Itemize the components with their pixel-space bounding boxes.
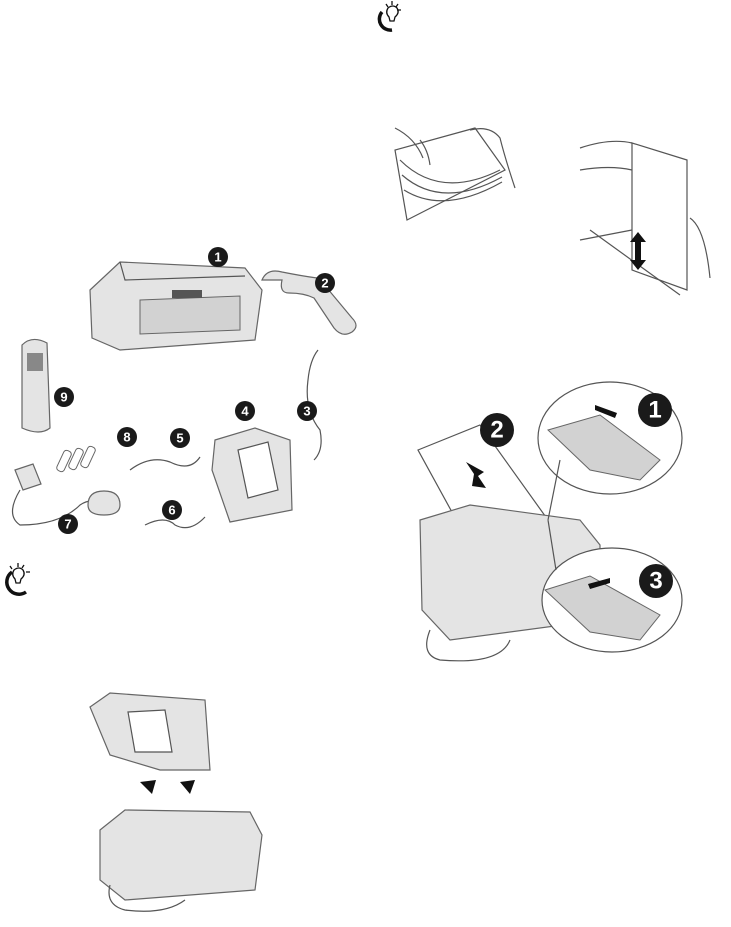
tip-lightbulb-icon (377, 1, 401, 32)
tip-lightbulb-icon (5, 563, 30, 596)
svg-text:1: 1 (214, 250, 221, 265)
callout-1: 1 (208, 247, 228, 267)
svg-text:2: 2 (321, 276, 328, 291)
svg-text:8: 8 (123, 430, 130, 445)
callout-6: 6 (162, 500, 182, 520)
callout-8: 8 (117, 427, 137, 447)
svg-text:9: 9 (60, 390, 67, 405)
svg-text:3: 3 (649, 568, 662, 595)
callout-5: 5 (170, 428, 190, 448)
svg-text:2: 2 (490, 417, 503, 444)
svg-text:6: 6 (168, 503, 175, 518)
svg-text:4: 4 (241, 404, 249, 419)
callout-9: 9 (54, 387, 74, 407)
up-down-arrow-icon (630, 232, 646, 270)
callout-7: 7 (58, 514, 78, 534)
paper-tray-insertion-illustration (89, 692, 263, 912)
paper-loading-illustration (417, 381, 683, 662)
svg-text:7: 7 (64, 517, 71, 532)
svg-text:1: 1 (648, 397, 661, 424)
paper-fanning-illustration (394, 127, 711, 296)
svg-text:5: 5 (176, 431, 183, 446)
callout-paper-3: 3 (639, 564, 673, 598)
svg-text:3: 3 (303, 404, 310, 419)
callout-paper-1: 1 (638, 393, 672, 427)
callout-paper-2: 2 (480, 413, 514, 447)
callout-4: 4 (235, 401, 255, 421)
callout-2: 2 (315, 273, 335, 293)
callout-3: 3 (297, 401, 317, 421)
package-contents-illustration (11, 261, 357, 529)
